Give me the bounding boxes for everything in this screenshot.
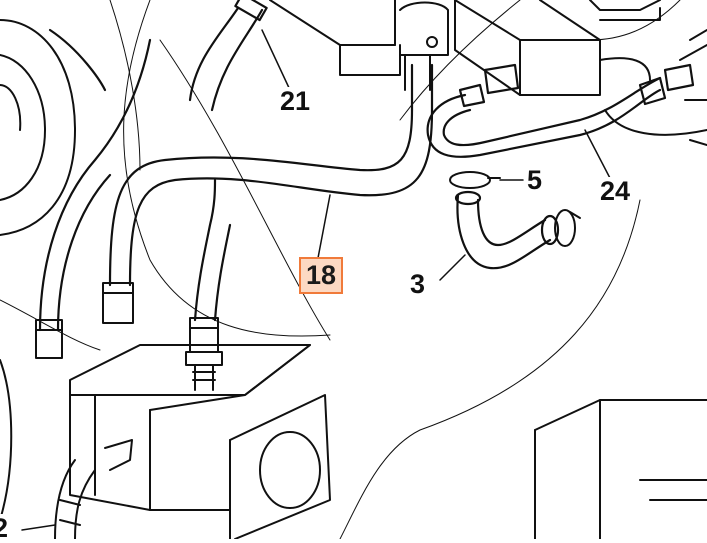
- callout-24[interactable]: 24: [597, 177, 634, 206]
- hose-clamps: [449, 171, 581, 247]
- pulley-wheel: [0, 19, 76, 521]
- hose-18: [108, 63, 434, 287]
- motor-top-right: [599, 29, 707, 146]
- hose-left: [38, 28, 152, 332]
- hose-21: [188, 0, 268, 112]
- leader-lines: [21, 29, 613, 531]
- valve-block-bottom: [54, 344, 331, 539]
- hose-down: [193, 178, 232, 322]
- hose-3: [454, 190, 560, 270]
- callout-18-highlighted[interactable]: 18: [299, 257, 344, 294]
- hose-fittings: [35, 282, 223, 391]
- callout-21[interactable]: 21: [277, 87, 314, 116]
- pump-block-top: [269, 0, 661, 96]
- background-outline-lines: [0, 0, 681, 539]
- callout-3[interactable]: 3: [407, 270, 429, 299]
- box-bottom-right: [534, 399, 707, 539]
- callout-2[interactable]: 2: [0, 514, 12, 543]
- callout-5[interactable]: 5: [524, 166, 546, 195]
- hose-24: [426, 63, 695, 158]
